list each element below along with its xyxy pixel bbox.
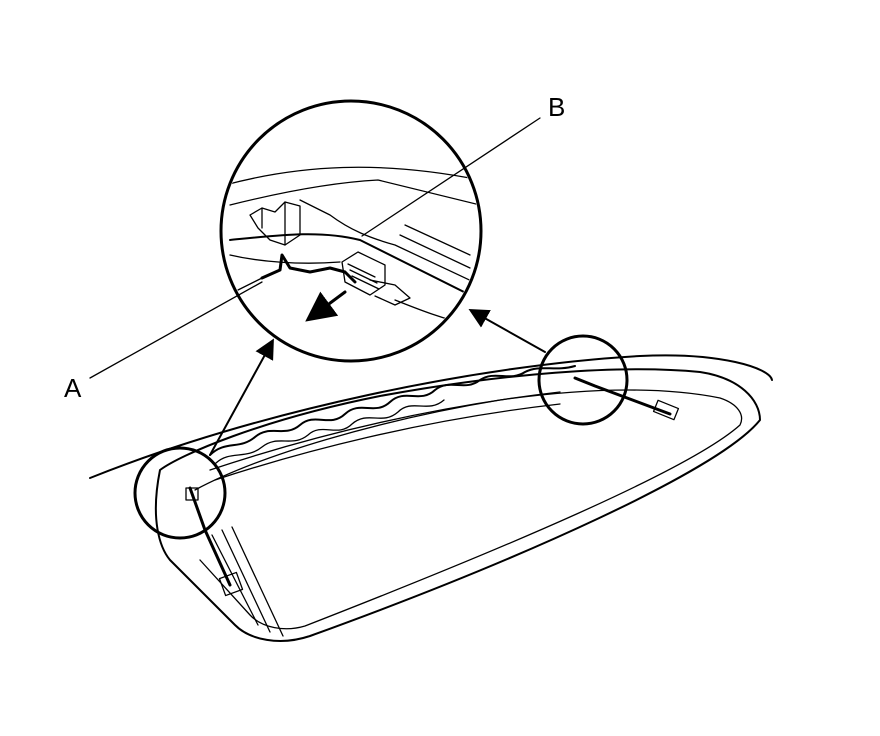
detail-removal-arrow (305, 290, 347, 322)
detail-frame-rail-2 (299, 199, 479, 286)
harness-right-connector (652, 399, 680, 421)
locator-circle-right (537, 334, 629, 426)
drain-hose (209, 365, 576, 456)
detail-roof-line-1 (224, 166, 479, 186)
detail-bracket (249, 201, 301, 246)
sunroof-frame-side (211, 526, 284, 637)
detail-view (219, 99, 483, 363)
harness-left-clip (185, 487, 199, 501)
roof-panel-main-view (89, 354, 773, 642)
callout-b-label: B (548, 92, 565, 122)
callout-a-label: A (64, 373, 82, 403)
harness-right (573, 376, 672, 416)
locator-circle-left (133, 446, 227, 540)
sunroof-frame-inner (194, 389, 743, 630)
sunroof-frame-rail (209, 391, 561, 481)
arrow-right-to-detail (468, 309, 546, 353)
callout-a-leader (89, 281, 263, 379)
detail-frame-rail-3 (399, 224, 471, 269)
sunroof-frame-outer (154, 368, 761, 642)
callout-b-leader (361, 117, 541, 237)
harness-left-connector (218, 571, 244, 597)
detail-circle (219, 99, 483, 363)
detail-connector (341, 251, 386, 296)
detail-frame-rail (229, 233, 479, 301)
arrow-left-to-detail (209, 338, 274, 456)
drain-hose-inner (215, 399, 445, 464)
detail-harness (260, 253, 357, 284)
detail-roof-line-2 (229, 179, 479, 206)
roof-outer-edge (89, 354, 773, 479)
